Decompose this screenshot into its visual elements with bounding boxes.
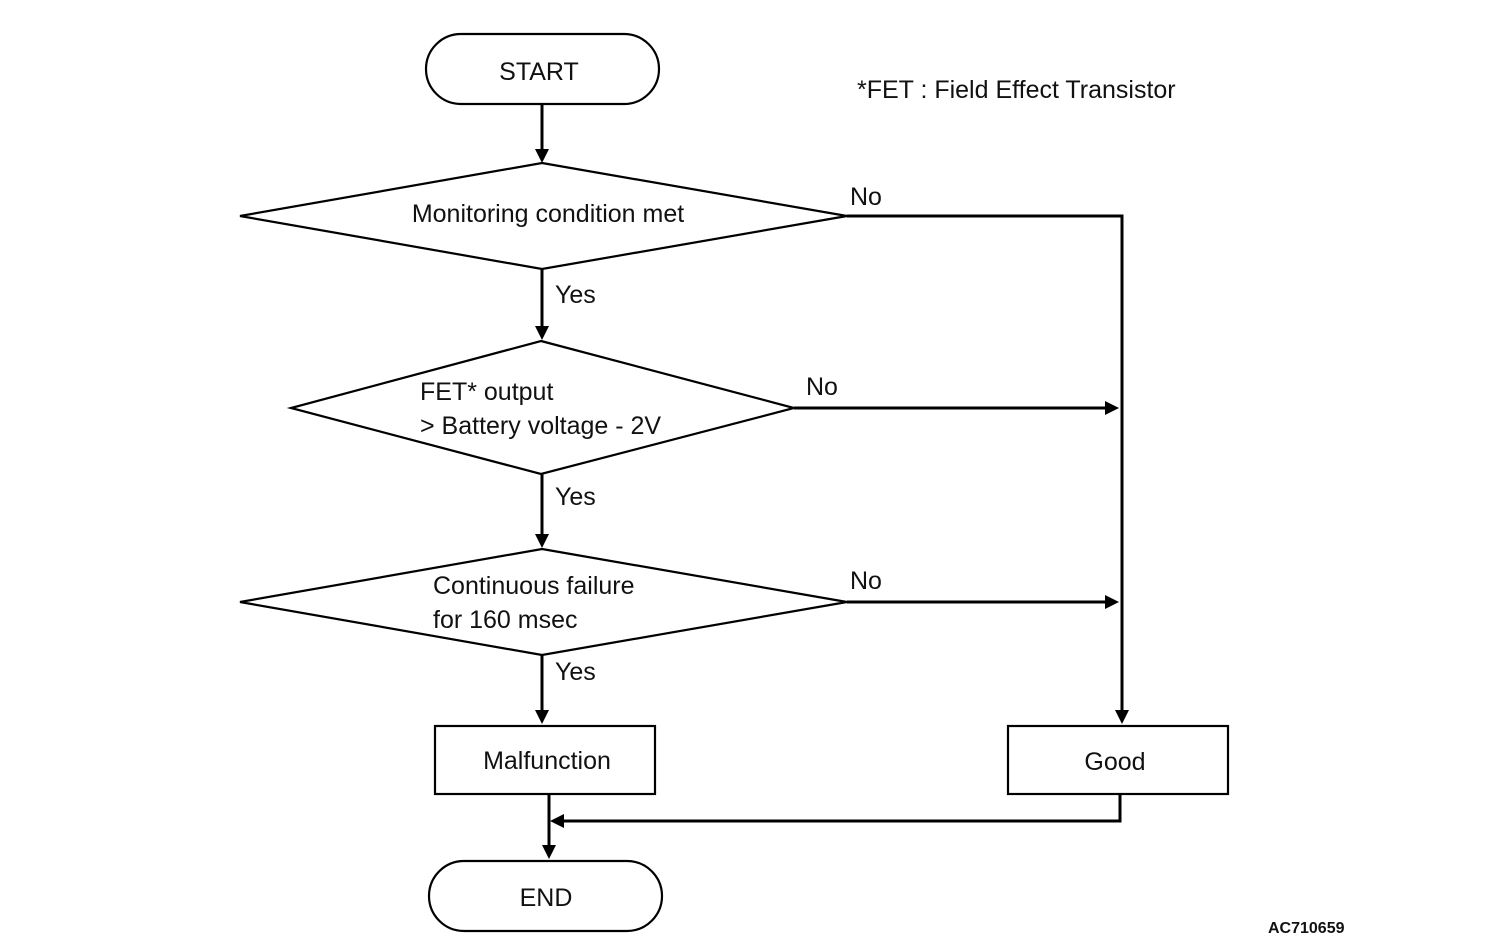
decision-continuous-label-line1: Continuous failure (433, 572, 635, 600)
start-label: START (499, 58, 579, 86)
label-yes-fet: Yes (555, 483, 596, 511)
arrowhead-down (1115, 710, 1129, 724)
label-yes-monitoring: Yes (555, 281, 596, 309)
arrowhead-down (535, 534, 549, 548)
decision-continuous-label-line2: for 160 msec (433, 606, 578, 634)
malfunction-label: Malfunction (483, 747, 611, 775)
label-no-continuous: No (850, 567, 882, 595)
edge-monitoring-no (847, 214, 1124, 711)
malfunction-node: Malfunction (433, 724, 657, 796)
connectors (535, 104, 1129, 859)
label-no-fet: No (806, 373, 838, 401)
arrowhead-right (1105, 595, 1119, 609)
good-node: Good (1006, 724, 1230, 796)
decision-fet-label-line2: > Battery voltage - 2V (420, 412, 661, 440)
arrowhead-right (1105, 401, 1119, 415)
decision-monitoring-condition: Monitoring condition met (239, 161, 848, 271)
figure-code: AC710659 (1268, 920, 1345, 937)
label-no-monitoring: No (850, 183, 882, 211)
decision-fet-output: FET* output > Battery voltage - 2V (286, 339, 799, 476)
arrowhead-down (542, 845, 556, 859)
edge-good-to-end (563, 794, 1122, 823)
footnote-fet: *FET : Field Effect Transistor (857, 76, 1176, 104)
arrowhead-down (535, 149, 549, 163)
label-yes-continuous: Yes (555, 658, 596, 686)
start-node: START (424, 32, 661, 106)
end-node: END (427, 859, 664, 933)
decision-monitoring-label: Monitoring condition met (412, 200, 684, 228)
decision-fet-label-line1: FET* output (420, 378, 553, 406)
good-label: Good (1084, 748, 1145, 776)
arrowhead-down (535, 710, 549, 724)
arrowhead-left (550, 814, 564, 828)
decision-continuous-failure: Continuous failure for 160 msec (239, 547, 848, 657)
arrowhead-down (535, 326, 549, 340)
end-label: END (520, 884, 573, 912)
